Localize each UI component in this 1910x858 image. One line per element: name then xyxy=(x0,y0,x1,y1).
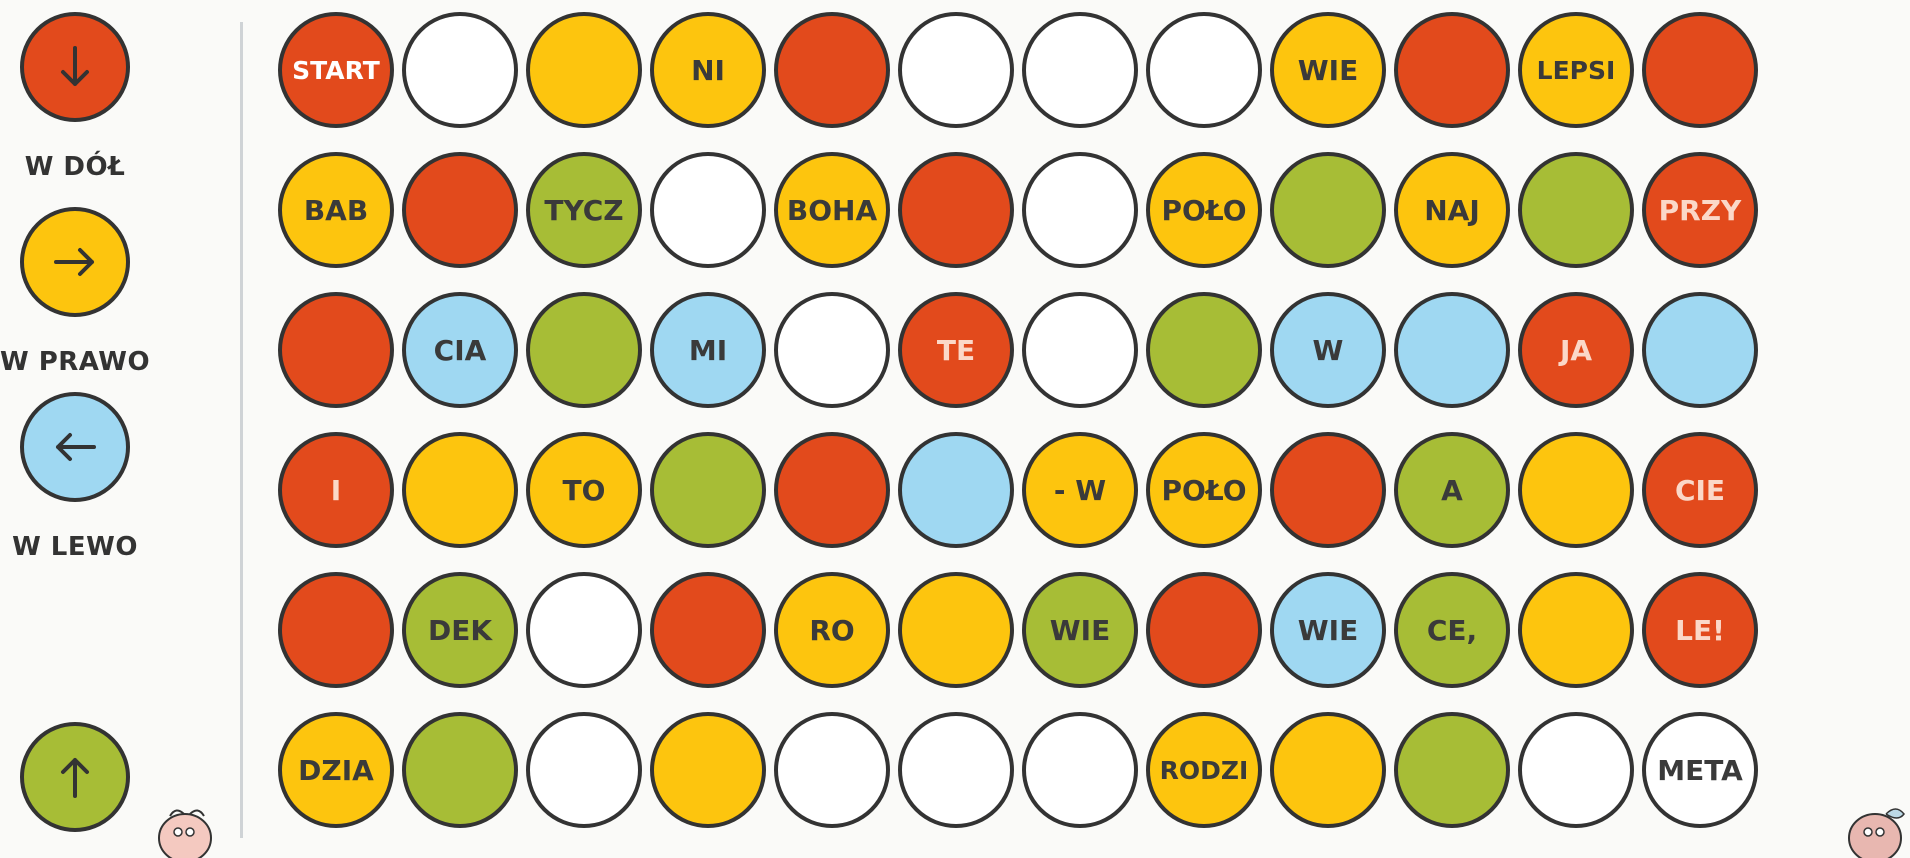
board-cell-r5-c11[interactable] xyxy=(1518,572,1634,688)
direction-legend: W DÓŁ W PRAWO W LEWO xyxy=(0,0,230,838)
board-cell-r6-c8[interactable]: RODZI xyxy=(1146,712,1262,828)
legend-circle-down xyxy=(20,12,130,122)
board-cell-r1-c8[interactable] xyxy=(1146,12,1262,128)
board-cell-r6-c12[interactable]: META xyxy=(1642,712,1758,828)
board-cell-r6-c3[interactable] xyxy=(526,712,642,828)
board-cell-r5-c12[interactable]: LE! xyxy=(1642,572,1758,688)
arrow-down-icon xyxy=(52,44,98,90)
board-cell-r3-c12[interactable] xyxy=(1642,292,1758,408)
board-cell-r3-c1[interactable] xyxy=(278,292,394,408)
board-cell-r3-c11[interactable]: JA xyxy=(1518,292,1634,408)
board-cell-r3-c3[interactable] xyxy=(526,292,642,408)
board-cell-r3-c9[interactable]: W xyxy=(1270,292,1386,408)
board-cell-r4-c10[interactable]: A xyxy=(1394,432,1510,548)
board-cell-r4-c5[interactable] xyxy=(774,432,890,548)
legend-circle-up xyxy=(20,722,130,832)
board-cell-r6-c6[interactable] xyxy=(898,712,1014,828)
board-cell-r4-c11[interactable] xyxy=(1518,432,1634,548)
board-cell-r1-c7[interactable] xyxy=(1022,12,1138,128)
cartoon-character-right-icon xyxy=(1840,798,1910,858)
legend-item-right: W PRAWO xyxy=(0,207,150,377)
board-cell-r3-c10[interactable] xyxy=(1394,292,1510,408)
arrow-left-icon xyxy=(52,424,98,470)
board-cell-r1-c6[interactable] xyxy=(898,12,1014,128)
board-cell-r3-c6[interactable]: TE xyxy=(898,292,1014,408)
legend-label-left: W LEWO xyxy=(0,532,150,562)
cartoon-character-left-icon xyxy=(150,798,220,858)
arrow-up-icon xyxy=(52,754,98,800)
board-cell-r1-c10[interactable] xyxy=(1394,12,1510,128)
board-cell-r3-c7[interactable] xyxy=(1022,292,1138,408)
board-cell-r5-c4[interactable] xyxy=(650,572,766,688)
board-cell-r2-c5[interactable]: BOHA xyxy=(774,152,890,268)
board-cell-r3-c5[interactable] xyxy=(774,292,890,408)
board-cell-r1-c1[interactable]: START xyxy=(278,12,394,128)
board-cell-r4-c3[interactable]: TO xyxy=(526,432,642,548)
board-cell-r2-c10[interactable]: NAJ xyxy=(1394,152,1510,268)
legend-label-down: W DÓŁ xyxy=(0,152,150,182)
legend-circle-right xyxy=(20,207,130,317)
board-cell-r6-c11[interactable] xyxy=(1518,712,1634,828)
game-board: START NI WIE LEPSI BAB TYCZ BOHA POŁO NAJ PRZY CIA… xyxy=(278,12,1758,852)
board-cell-r1-c3[interactable] xyxy=(526,12,642,128)
board-cell-r1-c9[interactable]: WIE xyxy=(1270,12,1386,128)
board-cell-r1-c5[interactable] xyxy=(774,12,890,128)
legend-item-up xyxy=(0,722,150,832)
board-cell-r4-c6[interactable] xyxy=(898,432,1014,548)
board-cell-r6-c1[interactable]: DZIA xyxy=(278,712,394,828)
board-cell-r1-c12[interactable] xyxy=(1642,12,1758,128)
board-cell-r3-c4[interactable]: MI xyxy=(650,292,766,408)
board-cell-r5-c3[interactable] xyxy=(526,572,642,688)
board-cell-r3-c8[interactable] xyxy=(1146,292,1262,408)
legend-label-right: W PRAWO xyxy=(0,347,150,377)
board-cell-r6-c10[interactable] xyxy=(1394,712,1510,828)
board-cell-r4-c12[interactable]: CIE xyxy=(1642,432,1758,548)
board-cell-r2-c2[interactable] xyxy=(402,152,518,268)
board-cell-r4-c8[interactable]: POŁO xyxy=(1146,432,1262,548)
board-cell-r2-c12[interactable]: PRZY xyxy=(1642,152,1758,268)
board-cell-r5-c1[interactable] xyxy=(278,572,394,688)
board-cell-r4-c2[interactable] xyxy=(402,432,518,548)
board-cell-r6-c7[interactable] xyxy=(1022,712,1138,828)
board-cell-r2-c4[interactable] xyxy=(650,152,766,268)
board-cell-r1-c4[interactable]: NI xyxy=(650,12,766,128)
board-cell-r2-c6[interactable] xyxy=(898,152,1014,268)
board-cell-r5-c8[interactable] xyxy=(1146,572,1262,688)
board-cell-r1-c2[interactable] xyxy=(402,12,518,128)
board-cell-r4-c4[interactable] xyxy=(650,432,766,548)
board-cell-r2-c11[interactable] xyxy=(1518,152,1634,268)
board-cell-r5-c9[interactable]: WIE xyxy=(1270,572,1386,688)
board-cell-r6-c4[interactable] xyxy=(650,712,766,828)
board-cell-r5-c5[interactable]: RO xyxy=(774,572,890,688)
board-cell-r1-c11[interactable]: LEPSI xyxy=(1518,12,1634,128)
board-cell-r5-c7[interactable]: WIE xyxy=(1022,572,1138,688)
board-cell-r2-c1[interactable]: BAB xyxy=(278,152,394,268)
board-cell-r2-c8[interactable]: POŁO xyxy=(1146,152,1262,268)
board-cell-r5-c2[interactable]: DEK xyxy=(402,572,518,688)
board-cell-r2-c9[interactable] xyxy=(1270,152,1386,268)
legend-circle-left xyxy=(20,392,130,502)
board-cell-r6-c2[interactable] xyxy=(402,712,518,828)
board-cell-r5-c6[interactable] xyxy=(898,572,1014,688)
arrow-right-icon xyxy=(52,239,98,285)
board-cell-r4-c1[interactable]: I xyxy=(278,432,394,548)
board-cell-r5-c10[interactable]: CE, xyxy=(1394,572,1510,688)
board-cell-r6-c9[interactable] xyxy=(1270,712,1386,828)
board-cell-r3-c2[interactable]: CIA xyxy=(402,292,518,408)
board-cell-r6-c5[interactable] xyxy=(774,712,890,828)
board-cell-r2-c7[interactable] xyxy=(1022,152,1138,268)
board-cell-r2-c3[interactable]: TYCZ xyxy=(526,152,642,268)
legend-divider xyxy=(240,22,243,838)
board-cell-r4-c7[interactable]: - W xyxy=(1022,432,1138,548)
legend-item-down: W DÓŁ xyxy=(0,12,150,182)
board-cell-r4-c9[interactable] xyxy=(1270,432,1386,548)
legend-item-left: W LEWO xyxy=(0,392,150,562)
